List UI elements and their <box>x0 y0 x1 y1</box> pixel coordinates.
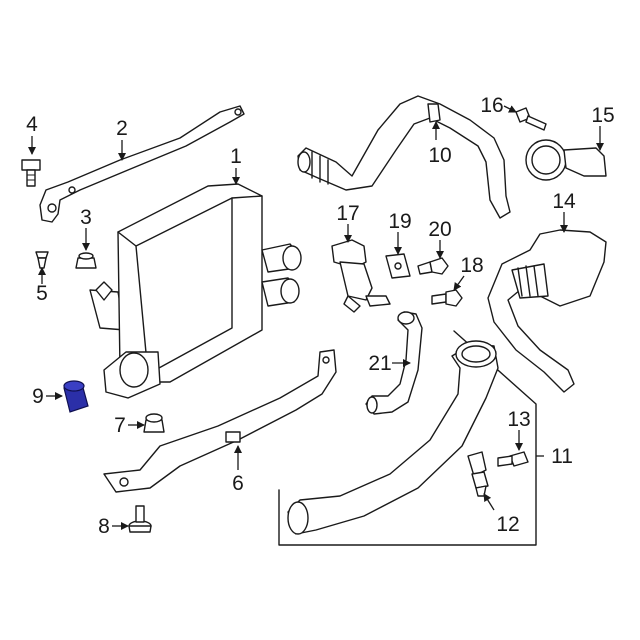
callout-5: 5 <box>36 282 48 305</box>
leader-12 <box>483 493 495 511</box>
leader-16 <box>503 105 517 113</box>
sensor-part-12[interactable] <box>467 451 489 497</box>
bolt-part-20[interactable] <box>417 257 449 275</box>
callout-2: 2 <box>116 117 128 140</box>
callout-21: 21 <box>368 352 391 375</box>
sensor-part-17[interactable] <box>331 239 391 313</box>
callout-17: 17 <box>336 202 359 225</box>
callout-9: 9 <box>32 385 44 408</box>
clip-part-5[interactable] <box>35 251 49 269</box>
callout-15: 15 <box>591 104 614 127</box>
bolt-part-18[interactable] <box>431 289 463 307</box>
duct-part-11[interactable] <box>287 340 499 535</box>
leader-18 <box>453 275 465 291</box>
callout-10: 10 <box>428 144 451 167</box>
grommet-part-3[interactable] <box>75 252 97 269</box>
callout-14: 14 <box>552 190 576 213</box>
callout-20: 20 <box>428 218 451 241</box>
bolt-part-8[interactable] <box>128 505 152 533</box>
callout-7: 7 <box>114 414 126 437</box>
bolt-part-4[interactable] <box>21 159 41 187</box>
bolt-part-16[interactable] <box>515 107 547 131</box>
upper-bracket-part[interactable] <box>39 105 245 223</box>
callout-18: 18 <box>460 254 483 277</box>
callout-11: 11 <box>551 445 573 468</box>
leader-lines <box>28 105 604 530</box>
callout-8: 8 <box>98 515 110 538</box>
lower-bracket-part[interactable] <box>103 349 337 493</box>
hose-part-14[interactable] <box>487 229 607 393</box>
callout-12: 12 <box>496 513 519 536</box>
callout-4: 4 <box>26 113 38 136</box>
tube-part-21[interactable] <box>365 311 423 415</box>
grommet-part-7[interactable] <box>143 413 165 433</box>
callout-6: 6 <box>232 472 244 495</box>
callout-3: 3 <box>80 206 92 229</box>
bolt-part-13[interactable] <box>497 451 529 467</box>
clamp-part-15[interactable] <box>525 139 607 181</box>
callout-1: 1 <box>230 145 242 168</box>
grommet-part-9-highlighted[interactable] <box>63 380 89 413</box>
part-11-group-frame <box>278 330 537 546</box>
clip-part-19[interactable] <box>385 253 411 279</box>
callout-labels: 1 2 3 4 5 6 7 8 9 10 11 12 13 14 15 16 1… <box>26 94 615 538</box>
upper-hose-part[interactable] <box>297 95 511 219</box>
intercooler-part[interactable] <box>89 183 302 399</box>
callout-13: 13 <box>507 408 530 431</box>
callout-16: 16 <box>480 94 503 117</box>
callout-19: 19 <box>388 210 411 233</box>
